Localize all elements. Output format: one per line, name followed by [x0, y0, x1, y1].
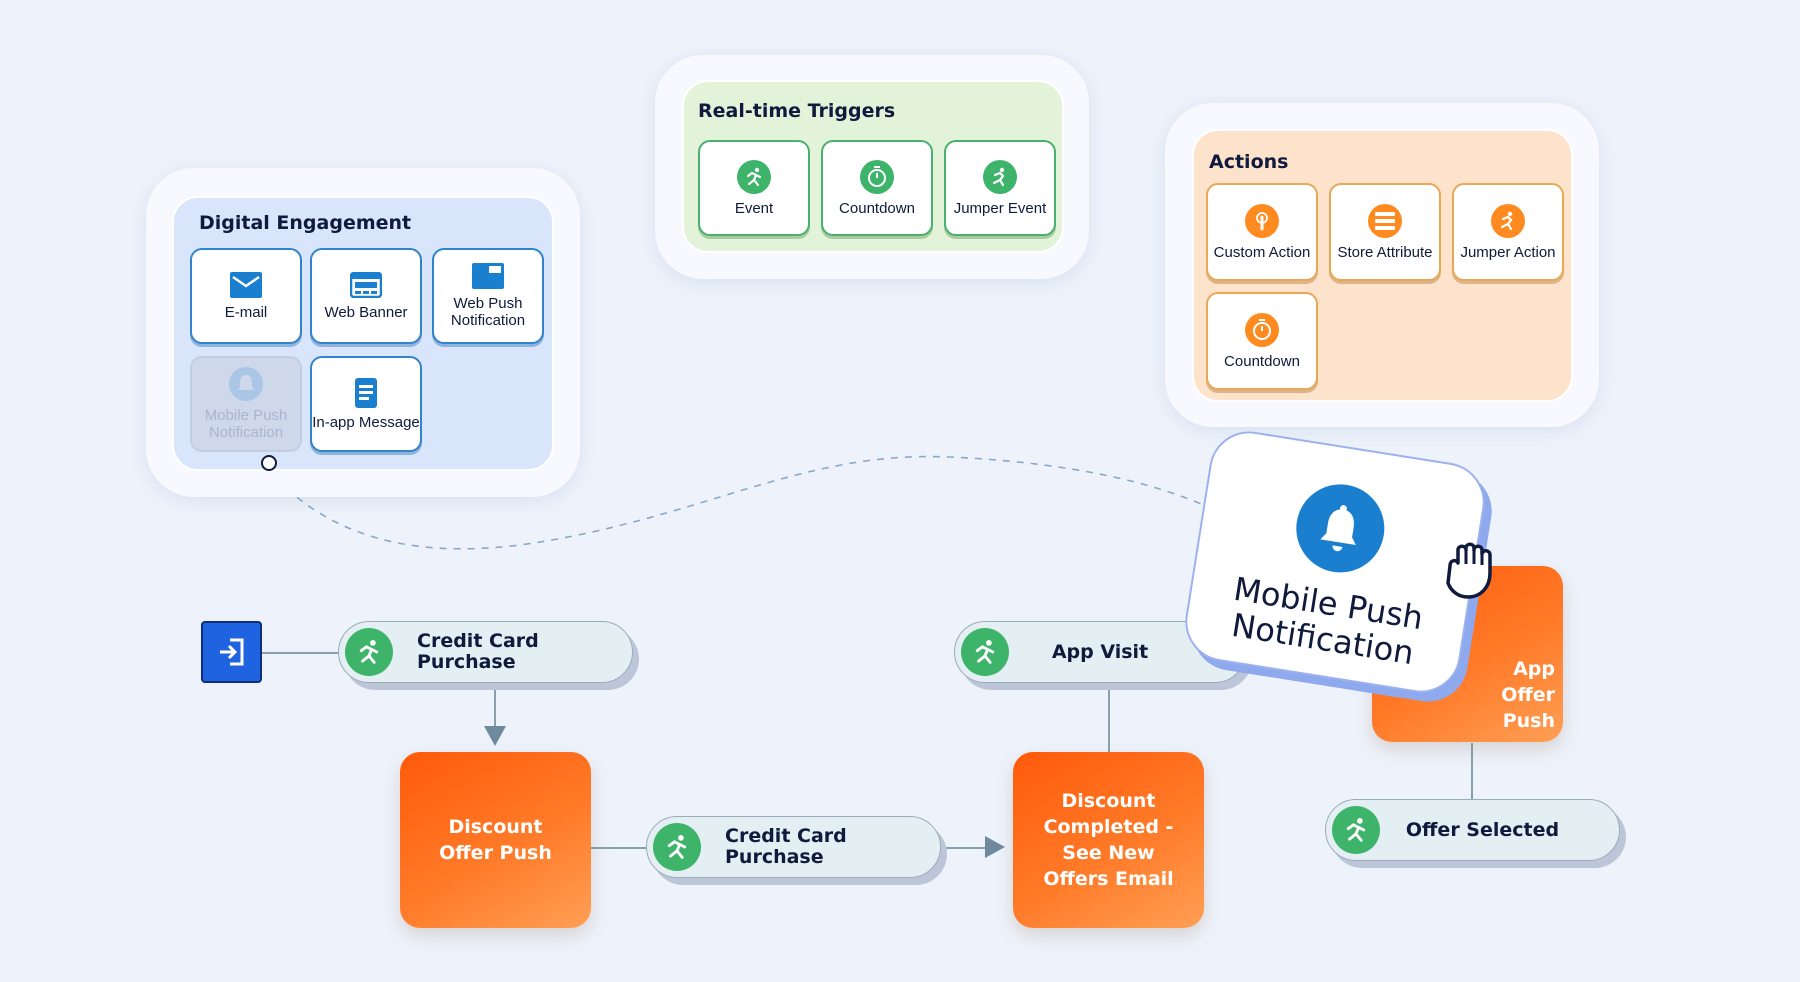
connector [591, 847, 648, 849]
database-icon [1368, 203, 1402, 238]
pill-label: Credit Card Purchase [417, 630, 539, 673]
running-person-icon [345, 628, 393, 676]
login-icon [219, 638, 243, 666]
stopwatch-icon [860, 159, 894, 194]
stopwatch-icon [1245, 312, 1279, 347]
tile-in-app-message[interactable]: In-app Message [310, 356, 422, 452]
tile-label: Countdown [839, 199, 915, 217]
browser-window-icon [350, 271, 382, 298]
tile-custom-action[interactable]: Custom Action [1206, 183, 1318, 281]
running-person-icon [961, 628, 1009, 676]
tile-countdown-action[interactable]: Countdown [1206, 292, 1318, 390]
tile-email[interactable]: E-mail [190, 248, 302, 344]
trigger-credit-card-purchase-2[interactable]: Credit Card Purchase [646, 816, 941, 878]
connector [941, 847, 993, 849]
running-person-icon [737, 159, 771, 194]
tile-label: E-mail [224, 303, 268, 321]
panel-title: Digital Engagement [199, 212, 412, 234]
connector [1471, 743, 1473, 799]
pill-label: App Visit [1051, 640, 1149, 663]
action-discount-offer-push[interactable]: Discount Offer Push [400, 752, 591, 928]
tile-label: Web Banner [324, 303, 408, 321]
panel-title: Real-time Triggers [698, 100, 896, 122]
connector [1108, 685, 1110, 752]
phone-message-icon [355, 377, 377, 408]
tile-label: Mobile Push Notification [204, 407, 288, 441]
tile-label: Custom Action [1213, 243, 1311, 261]
trigger-offer-selected[interactable]: Offer Selected [1325, 799, 1620, 861]
tile-web-banner[interactable]: Web Banner [310, 248, 422, 344]
tile-store-attribute[interactable]: Store Attribute [1329, 183, 1441, 281]
tile-mobile-push-placeholder[interactable]: Mobile Push Notification [190, 356, 302, 452]
action-discount-completed-email[interactable]: Discount Completed - See New Offers Emai… [1013, 752, 1204, 928]
connector [262, 652, 340, 654]
arrow-down-icon [484, 726, 506, 746]
pill-label: Offer Selected [1405, 818, 1560, 841]
bell-icon [229, 367, 263, 401]
grab-hand-icon [1446, 542, 1492, 599]
tap-icon [1245, 203, 1279, 238]
tile-label: Jumper Action [1460, 243, 1556, 261]
pill-label: Credit Card Purchase [725, 825, 847, 868]
dragged-mobile-push-card[interactable]: Mobile Push Notification [1179, 425, 1491, 699]
jumper-icon [1491, 203, 1525, 238]
tile-label: Store Attribute [1337, 243, 1433, 261]
drag-card-label: Mobile Push Notification [1229, 569, 1426, 673]
node-label: App Offer Push [1501, 658, 1555, 732]
tile-label: Event [734, 199, 774, 217]
tile-label: In-app Message [312, 413, 420, 431]
node-label: Discount Completed - See New Offers Emai… [1043, 790, 1174, 890]
trigger-app-visit[interactable]: App Visit [954, 621, 1246, 683]
trigger-credit-card-purchase[interactable]: Credit Card Purchase [338, 621, 633, 683]
panel-title: Actions [1209, 151, 1289, 173]
actions-group: Actions Custom Action Store Attribute Ju… [1192, 129, 1573, 402]
envelope-icon [230, 271, 262, 298]
entry-node[interactable] [201, 621, 262, 683]
tile-jumper-action[interactable]: Jumper Action [1452, 183, 1564, 281]
realtime-triggers-group: Real-time Triggers Event Countdown Jumpe… [682, 80, 1064, 253]
tile-web-push[interactable]: Web Push Notification [432, 248, 544, 344]
jumper-icon [983, 159, 1017, 194]
tile-jumper-event[interactable]: Jumper Event [944, 140, 1056, 236]
bell-icon [1289, 478, 1391, 579]
tile-countdown[interactable]: Countdown [821, 140, 933, 236]
drag-origin-dot [261, 455, 277, 471]
connector [494, 685, 496, 730]
tile-event[interactable]: Event [698, 140, 810, 236]
tile-label: Countdown [1224, 352, 1300, 370]
arrow-right-icon [985, 836, 1005, 858]
window-icon [472, 263, 504, 289]
tile-label: Jumper Event [953, 199, 1047, 217]
tile-label: Web Push Notification [450, 295, 526, 329]
digital-engagement-group: Digital Engagement E-mail Web Banner Web… [172, 196, 554, 471]
node-label: Discount Offer Push [439, 816, 552, 864]
running-person-icon [1332, 806, 1380, 854]
running-person-icon [653, 823, 701, 871]
